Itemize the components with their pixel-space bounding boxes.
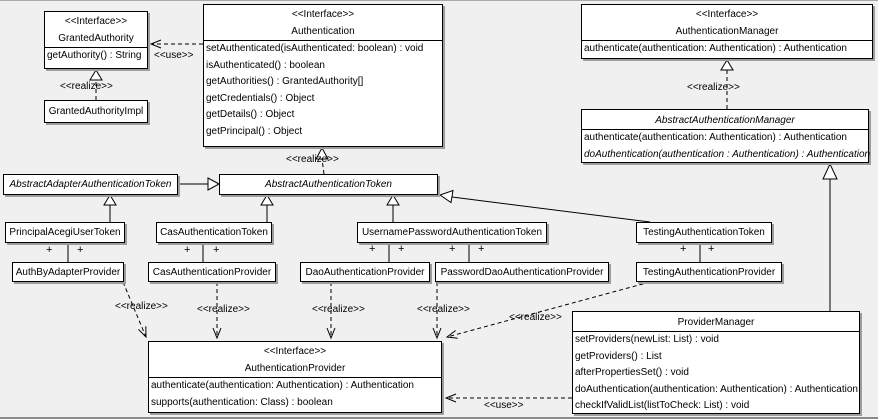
stereotype-label: <<Interface>>	[263, 346, 327, 357]
class-name: Authentication	[291, 26, 355, 37]
class-name: TestingAuthenticationProvider	[642, 266, 776, 278]
method: getPrincipal() : Object	[206, 125, 303, 137]
class-cas-authentication-token: CasAuthenticationToken	[156, 222, 272, 243]
method: supports(authentication: Class) : boolea…	[151, 396, 333, 408]
realize-label: <<realize>>	[115, 301, 168, 312]
association-plus: +	[708, 243, 715, 255]
generalization-triangle-abstractauthenticationmanager	[822, 162, 838, 180]
generalization-triangle-abstractauthenticationtoken-left	[207, 177, 221, 191]
class-name: AbstractAdapterAuthenticationToken	[9, 179, 172, 190]
class-name: PasswordDaoAuthenticationProvider	[440, 266, 604, 278]
realize-label: <<realize>>	[417, 304, 470, 315]
class-authentication-manager: <<Interface>> AuthenticationManager auth…	[581, 4, 873, 59]
realize-triangle-grantedauthority	[89, 69, 103, 81]
association-plus: +	[478, 243, 485, 255]
association-plus: +	[398, 243, 405, 255]
class-password-dao-authentication-provider: PasswordDaoAuthenticationProvider	[435, 262, 609, 282]
realize-edge-testingauthenticationprovider	[447, 281, 651, 337]
method: setAuthenticated(isAuthenticated: boolea…	[206, 43, 424, 54]
class-name: AuthByAdapterProvider	[15, 266, 121, 278]
method: getAuthority() : String	[47, 50, 142, 61]
class-name: AuthenticationProvider	[244, 363, 346, 374]
class-name: GrantedAuthorityImpl	[48, 106, 144, 117]
class-testing-authentication-provider: TestingAuthenticationProvider	[636, 262, 782, 282]
method: doAuthentication(authentication: Authent…	[575, 383, 858, 395]
realize-label: <<realize>>	[60, 81, 113, 92]
realize-edge-abstractauthenticationtoken	[321, 158, 325, 175]
realize-label: <<realize>>	[687, 82, 740, 93]
class-name: DaoAuthenticationProvider	[305, 266, 425, 278]
method: getDetails() : Object	[206, 109, 295, 120]
association-plus: +	[213, 244, 220, 256]
method: isAuthenticated() : boolean	[206, 59, 325, 71]
method: getCredentials() : Object	[206, 92, 315, 104]
class-name: GrantedAuthority	[58, 33, 134, 44]
class-abstract-authentication-token: AbstractAuthenticationToken	[219, 174, 438, 195]
class-name: AuthenticationManager	[675, 26, 779, 37]
realize-triangle-authenticationmanager	[720, 59, 734, 71]
class-abstract-adapter-authentication-token: AbstractAdapterAuthenticationToken	[3, 174, 178, 195]
class-name: ProviderManager	[677, 317, 755, 328]
class-granted-authority: <<Interface>> GrantedAuthority getAuthor…	[44, 11, 148, 69]
realize-triangle-authentication	[315, 146, 329, 160]
method: doAuthentication(authentication : Authen…	[584, 148, 871, 160]
realize-label: <<realize>>	[509, 312, 562, 323]
class-name: CasAuthenticationProvider	[152, 266, 272, 278]
class-authentication: <<Interface>> Authentication setAuthenti…	[203, 4, 443, 147]
generalization-triangle-token-cas	[260, 194, 274, 206]
class-name: AbstractAuthenticationToken	[265, 179, 392, 190]
realize-label: <<realize>>	[286, 154, 339, 165]
realize-edge-authbyadapterprovider	[122, 281, 146, 337]
association-plus: +	[369, 243, 376, 255]
association-plus: +	[184, 244, 191, 256]
use-label: <<use>>	[154, 50, 194, 61]
method: getProviders() : List	[575, 350, 662, 362]
class-testing-authentication-token: TestingAuthenticationToken	[636, 222, 772, 243]
realize-label: <<realize>>	[197, 304, 250, 315]
class-dao-authentication-provider: DaoAuthenticationProvider	[300, 262, 430, 282]
realize-label: <<realize>>	[312, 304, 365, 315]
class-principal-acegi-user-token: PrincipalAcegiUserToken	[5, 222, 125, 243]
generalization-triangle-token-testing	[438, 189, 454, 204]
association-plus: +	[680, 243, 687, 255]
class-username-password-authentication-token: UsernamePasswordAuthenticationToken	[357, 222, 547, 243]
class-name: CasAuthenticationToken	[160, 227, 268, 238]
method: authenticate(authentication: Authenticat…	[584, 132, 847, 143]
class-name: AbstractAuthenticationManager	[655, 115, 795, 126]
stereotype-label: <<Interface>>	[695, 9, 759, 20]
generalization-triangle-adapter	[103, 194, 117, 206]
generalization-edge-testingtoken	[451, 196, 651, 223]
association-plus: +	[449, 243, 456, 255]
use-label: <<use>>	[484, 400, 524, 411]
method: setProviders(newList: List) : void	[575, 334, 719, 345]
generalization-triangle-token-userpass	[386, 194, 400, 206]
association-plus: +	[77, 244, 84, 256]
method: authenticate(authentication: Authenticat…	[584, 43, 847, 54]
method: checkIfValidList(listToCheck: List) : vo…	[575, 400, 750, 411]
method: authenticate(authentication: Authenticat…	[151, 380, 414, 391]
class-authentication-provider: <<Interface>> AuthenticationProvider aut…	[148, 341, 442, 413]
stereotype-label: <<Interface>>	[291, 9, 355, 20]
class-name: PrincipalAcegiUserToken	[9, 227, 121, 238]
class-auth-by-adapter-provider: AuthByAdapterProvider	[12, 262, 124, 282]
class-abstract-authentication-manager: AbstractAuthenticationManager authentica…	[581, 109, 871, 163]
association-plus: +	[46, 244, 53, 256]
class-granted-authority-impl: GrantedAuthorityImpl	[44, 100, 148, 123]
class-name: TestingAuthenticationToken	[643, 227, 765, 238]
class-provider-manager: ProviderManager setProviders(newList: Li…	[572, 311, 860, 414]
class-cas-authentication-provider: CasAuthenticationProvider	[148, 262, 276, 282]
stereotype-label: <<Interface>>	[64, 16, 128, 27]
method: afterPropertiesSet() : void	[575, 367, 689, 378]
method: getAuthorities() : GrantedAuthority[]	[206, 76, 364, 87]
class-name: UsernamePasswordAuthenticationToken	[361, 227, 543, 238]
